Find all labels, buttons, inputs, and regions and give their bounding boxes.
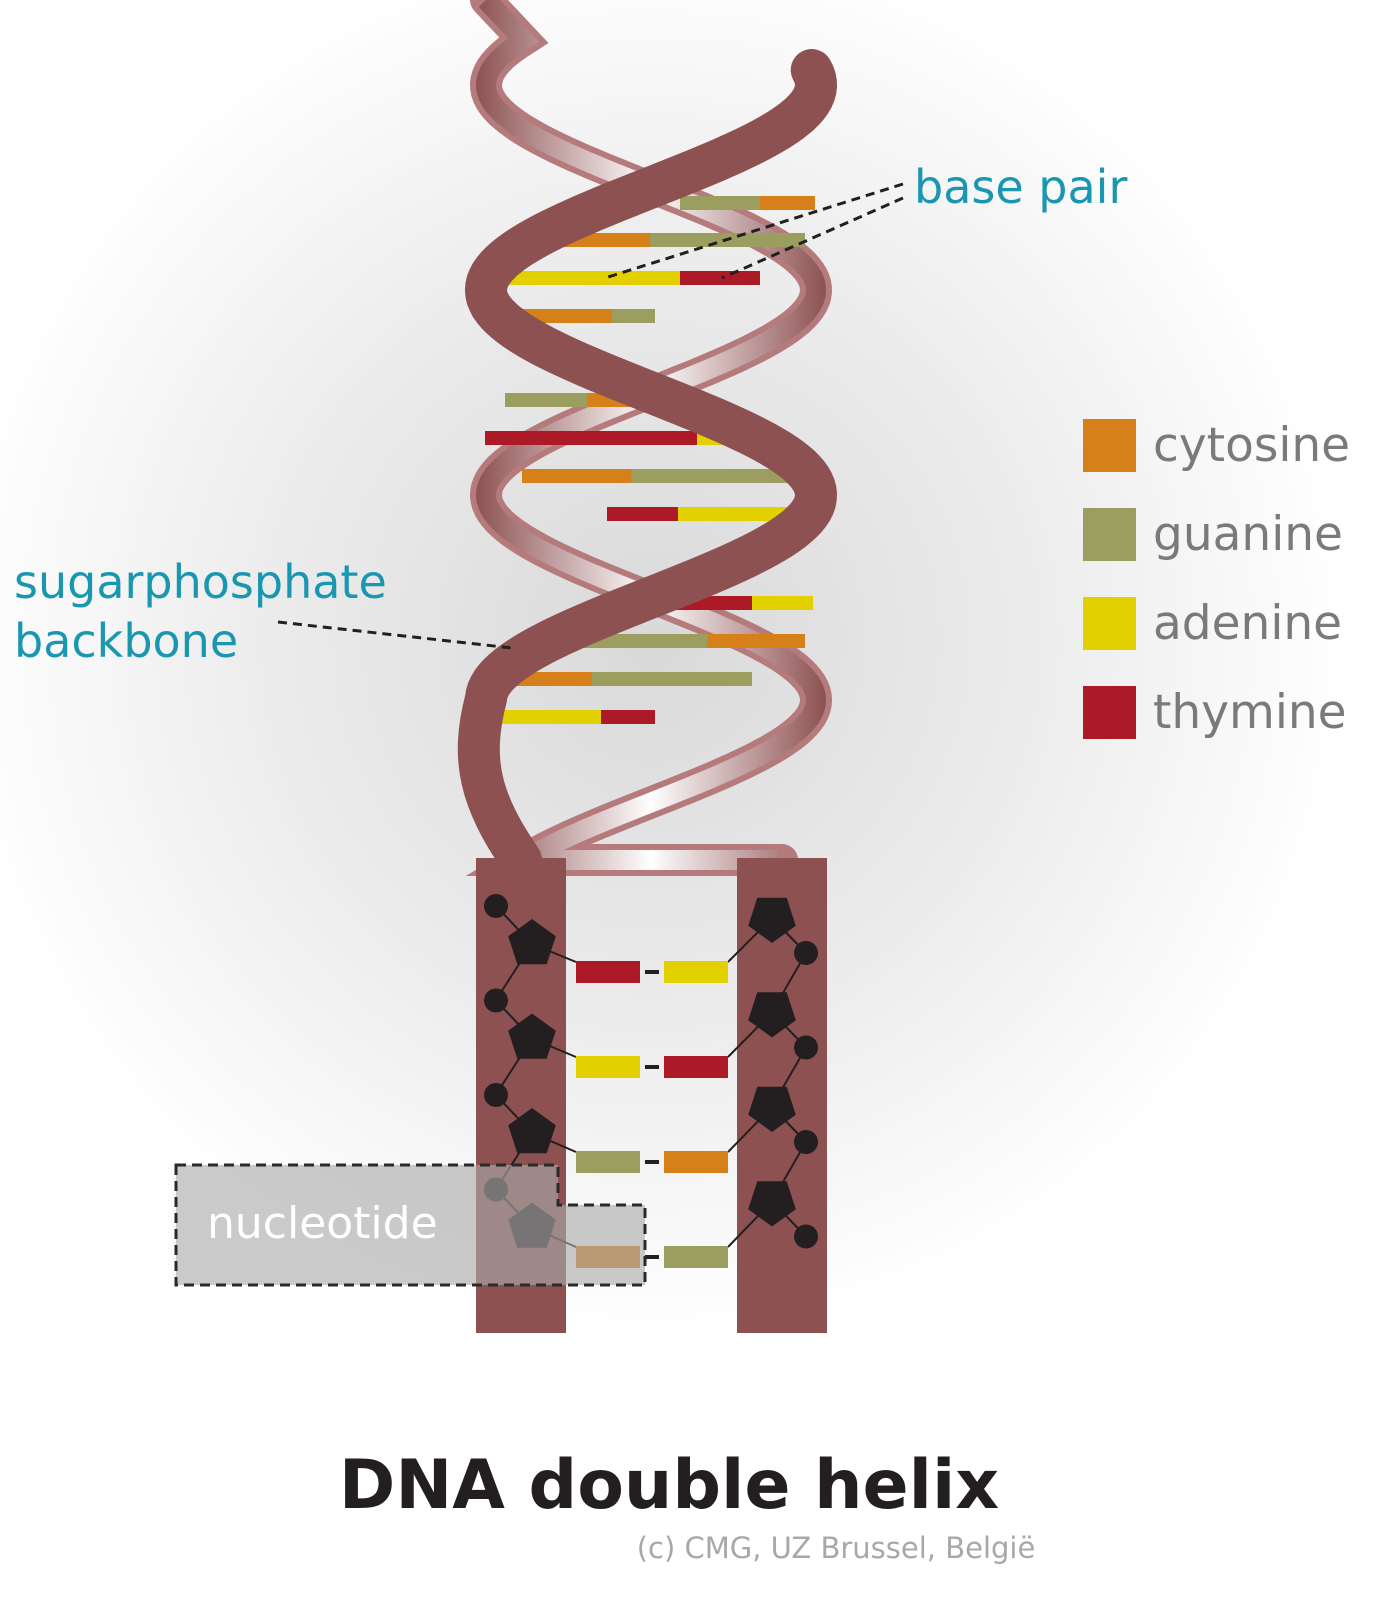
legend-swatch-thymine bbox=[1083, 686, 1136, 739]
phosphate-icon bbox=[794, 941, 818, 965]
base-cytosine bbox=[760, 196, 815, 210]
sugar-pentagon-icon bbox=[748, 1086, 796, 1132]
base-thymine bbox=[680, 271, 760, 285]
base-pair-label: base pair bbox=[914, 160, 1127, 214]
base-cytosine bbox=[522, 469, 631, 483]
base-adenine bbox=[678, 507, 800, 521]
hydrogen-bond bbox=[645, 1065, 659, 1069]
phosphate-icon bbox=[484, 988, 508, 1013]
phosphate-icon bbox=[794, 1130, 818, 1154]
backbone-leader bbox=[277, 620, 513, 650]
base-pair-leader-2 bbox=[721, 196, 904, 280]
sugar-pentagon-icon bbox=[508, 919, 556, 965]
base-adenine bbox=[576, 1056, 640, 1078]
legend: cytosine guanine adenine thymine bbox=[1083, 418, 1350, 740]
legend-label-thymine: thymine bbox=[1153, 685, 1347, 740]
base-adenine bbox=[752, 596, 813, 610]
sugar-pentagon-icon bbox=[748, 1181, 796, 1227]
front-strand-ribbon bbox=[457, 49, 838, 881]
nucleotide-highlight-box bbox=[174, 1163, 647, 1287]
base-thymine bbox=[576, 961, 640, 983]
phosphate-icon bbox=[794, 1224, 818, 1249]
hydrogen-bond bbox=[645, 970, 659, 974]
legend-label-adenine: adenine bbox=[1153, 596, 1342, 651]
helix-back-strand bbox=[465, 0, 833, 876]
base-guanine bbox=[631, 469, 818, 483]
base-cytosine bbox=[707, 634, 805, 648]
copyright-text: (c) CMG, UZ Brussel, België bbox=[637, 1531, 1036, 1565]
base-adenine bbox=[495, 271, 680, 285]
hydrogen-bond bbox=[645, 1255, 659, 1259]
legend-swatch-adenine bbox=[1083, 597, 1136, 650]
ladder-section bbox=[484, 894, 818, 1268]
phosphate-icon bbox=[484, 894, 508, 918]
sugar-pentagon-icon bbox=[748, 897, 796, 943]
phosphate-icon bbox=[484, 1083, 508, 1107]
legend-swatch-cytosine bbox=[1083, 419, 1136, 472]
sugar-pentagon-icon bbox=[748, 992, 796, 1038]
diagram-title: DNA double helix bbox=[339, 1446, 999, 1525]
sugar-pentagon-icon bbox=[508, 1013, 556, 1059]
nucleotide-label: nucleotide bbox=[207, 1198, 438, 1249]
base-adenine bbox=[664, 961, 728, 983]
helix-front-strand bbox=[457, 49, 838, 881]
legend-label-guanine: guanine bbox=[1153, 507, 1343, 562]
sugar-pentagon-icon bbox=[508, 1108, 556, 1154]
hydrogen-bond bbox=[645, 1160, 659, 1164]
base-guanine bbox=[612, 309, 655, 323]
base-cytosine bbox=[664, 1151, 728, 1173]
legend-label-cytosine: cytosine bbox=[1153, 418, 1350, 473]
base-guanine bbox=[505, 393, 587, 407]
base-adenine bbox=[490, 710, 601, 724]
base-pair-leader-1 bbox=[604, 182, 904, 280]
phosphate-icon bbox=[794, 1035, 818, 1060]
legend-swatch-guanine bbox=[1083, 508, 1136, 561]
base-guanine bbox=[664, 1246, 728, 1268]
back-strand-face bbox=[475, 0, 827, 870]
base-thymine bbox=[664, 1056, 728, 1078]
base-guanine bbox=[576, 1151, 640, 1173]
backbone-label-line2: backbone bbox=[14, 614, 238, 668]
base-guanine bbox=[592, 672, 752, 686]
backbone-label-line1: sugarphosphate bbox=[14, 555, 387, 609]
base-guanine bbox=[680, 196, 760, 210]
base-thymine bbox=[607, 507, 678, 521]
base-thymine bbox=[601, 710, 655, 724]
base-thymine bbox=[485, 431, 697, 445]
